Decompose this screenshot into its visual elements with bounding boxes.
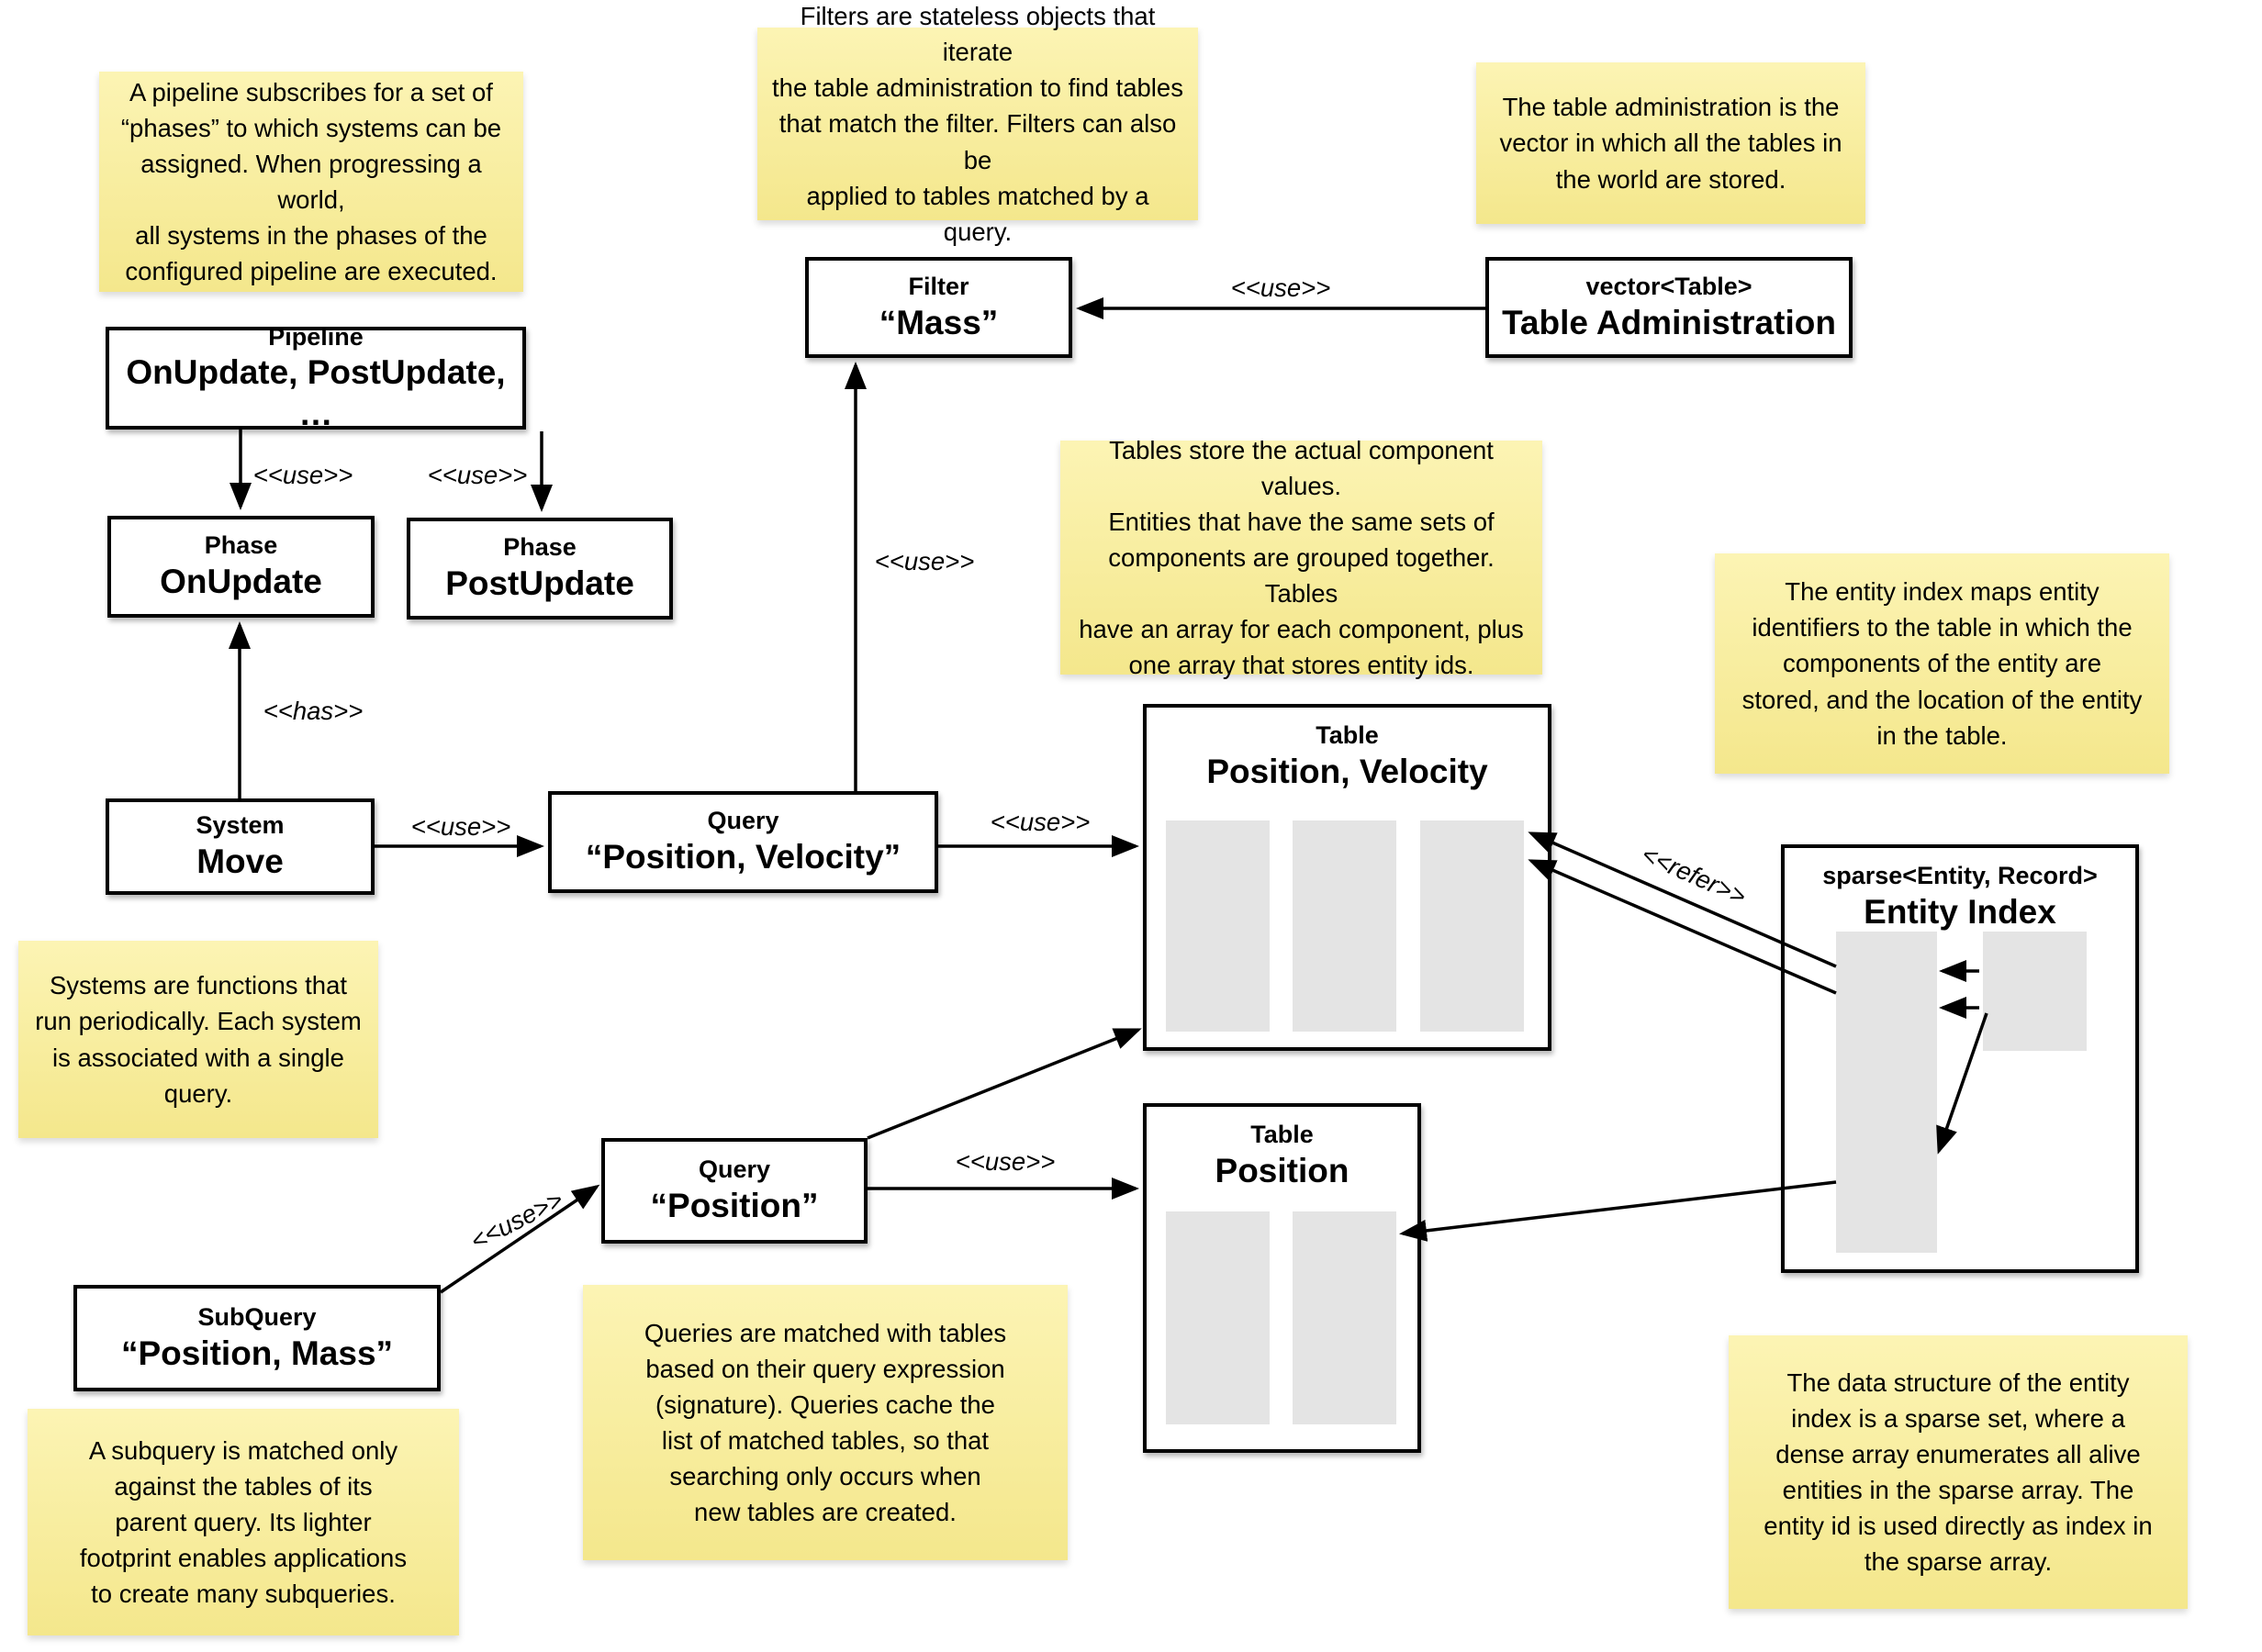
use-label-querypv-table: <<use>> <box>990 808 1091 836</box>
component-array <box>1293 820 1396 1032</box>
entity-index-value: Entity Index <box>1864 892 2056 931</box>
table-position-velocity-box: Table Position, Velocity <box>1143 704 1551 1051</box>
filter-mass-box: Filter “Mass” <box>805 257 1072 358</box>
filter-mass-title: Filter <box>908 272 969 300</box>
subquery-title: SubQuery <box>197 1302 317 1331</box>
system-move-value: Move <box>196 843 284 881</box>
use-label-queryp-tablep: <<use>> <box>955 1147 1056 1176</box>
dense-array <box>1983 932 2087 1051</box>
entity-index-box: sparse<Entity, Record> Entity Index <box>1781 844 2139 1273</box>
has-label-system-phase: <<has>> <box>263 697 364 725</box>
phase-onupdate-box: Phase OnUpdate <box>107 516 375 618</box>
phase-onupdate-value: OnUpdate <box>160 563 322 601</box>
query-position-title: Query <box>698 1155 771 1184</box>
phase-postupdate-box: Phase PostUpdate <box>407 518 673 620</box>
use-label-pipeline-onupdate: <<use>> <box>252 461 353 489</box>
table-position-velocity-title: Table <box>1316 721 1379 749</box>
pipeline-box: Pipeline OnUpdate, PostUpdate, … <box>106 323 526 432</box>
component-array <box>1166 1211 1270 1424</box>
query-position-value: “Position” <box>650 1187 819 1225</box>
use-label-subquery-queryp: <<use>> <box>465 1185 568 1256</box>
component-array <box>1166 820 1270 1032</box>
table-administration-title: vector<Table> <box>1585 272 1752 300</box>
phase-onupdate-title: Phase <box>204 531 278 560</box>
query-position-velocity-box: Query “Position, Velocity” <box>548 791 938 893</box>
component-array <box>1420 820 1524 1032</box>
sparse-array <box>1836 932 1937 1253</box>
pipeline-title: Pipeline <box>268 322 364 351</box>
table-administration-value: Table Administration <box>1502 303 1836 341</box>
note-filters: Filters are stateless objects that itera… <box>757 2 1198 246</box>
filter-mass-value: “Mass” <box>879 303 999 341</box>
use-label-system-query: <<use>> <box>410 812 511 841</box>
use-label-pipeline-postupdate: <<use>> <box>427 461 528 489</box>
pipeline-value: OnUpdate, PostUpdate, … <box>126 353 506 432</box>
table-position-velocity-value: Position, Velocity <box>1206 752 1488 790</box>
note-queries: Queries are matched with tables based on… <box>583 1285 1068 1560</box>
note-entity-index-data: The data structure of the entity index i… <box>1729 1335 2188 1609</box>
note-table-administration: The table administration is the vector i… <box>1476 62 1865 224</box>
subquery-box: SubQuery “Position, Mass” <box>73 1285 441 1391</box>
use-label-admin-filter: <<use>> <box>1230 273 1331 302</box>
subquery-value: “Position, Mass” <box>120 1334 394 1372</box>
note-systems: Systems are functions that run periodica… <box>18 941 378 1138</box>
table-position-value: Position <box>1215 1151 1349 1189</box>
query-position-box: Query “Position” <box>601 1138 868 1244</box>
note-pipeline: A pipeline subscribes for a set of “phas… <box>99 72 523 292</box>
note-tables: Tables store the actual component values… <box>1060 436 1542 679</box>
query-position-velocity-title: Query <box>707 807 779 835</box>
system-move-box: System Move <box>106 798 375 895</box>
note-entity-index: The entity index maps entity identifiers… <box>1715 553 2169 774</box>
entity-index-title: sparse<Entity, Record> <box>1822 862 2098 889</box>
phase-postupdate-title: Phase <box>503 533 577 562</box>
note-subquery: A subquery is matched only against the t… <box>28 1409 459 1635</box>
use-label-query-filter: <<use>> <box>874 547 975 575</box>
component-array <box>1293 1211 1396 1424</box>
query-position-velocity-value: “Position, Velocity” <box>585 838 901 876</box>
table-administration-box: vector<Table> Table Administration <box>1485 257 1853 358</box>
refer-label-entityindex-table: <<refer>> <box>1637 839 1751 911</box>
table-position-title: Table <box>1250 1121 1314 1148</box>
system-move-title: System <box>196 811 285 840</box>
phase-postupdate-value: PostUpdate <box>445 564 634 603</box>
table-position-box: Table Position <box>1143 1103 1421 1453</box>
